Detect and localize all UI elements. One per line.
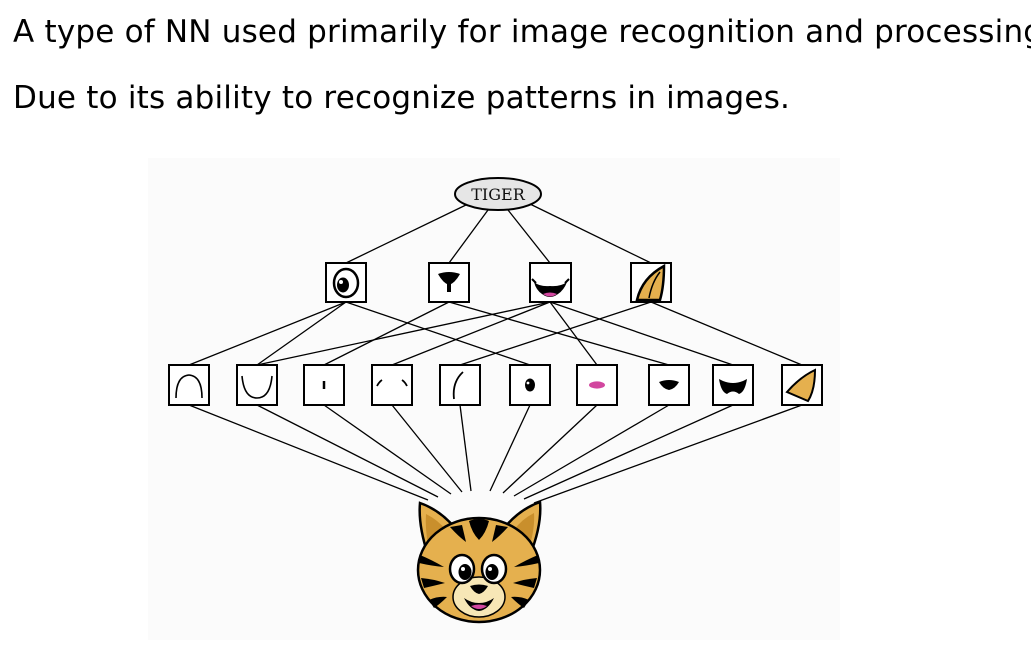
arch-curve-icon — [175, 374, 203, 399]
brow-ticks-icon — [376, 379, 408, 387]
tongue-icon — [589, 381, 605, 389]
mid-feature-mouth — [529, 262, 572, 303]
low-feature-2 — [236, 364, 278, 406]
tiger-face-illustration — [416, 500, 542, 624]
edges-mid-to-low — [188, 301, 803, 366]
ear-piece-icon — [785, 368, 817, 403]
nose-icon — [438, 272, 460, 292]
mid-feature-nose — [428, 262, 470, 303]
low-feature-10 — [781, 364, 823, 406]
mid-feature-ear — [630, 262, 672, 303]
left-arc-icon — [452, 371, 464, 400]
low-feature-8 — [648, 364, 690, 406]
edges-top-to-mid — [345, 203, 652, 264]
pupil-dot-icon — [525, 378, 535, 392]
eye-icon — [332, 267, 360, 299]
low-feature-3 — [303, 364, 345, 406]
bullet-line-1: A type of NN used primarily for image re… — [13, 14, 1031, 50]
low-feature-9 — [712, 364, 754, 406]
mouth-shape-icon — [719, 379, 747, 394]
low-feature-1 — [168, 364, 210, 406]
bullet-line-2: Due to its ability to recognize patterns… — [13, 80, 791, 116]
tiger-label: TIGER — [471, 185, 525, 204]
mid-feature-eye — [325, 262, 367, 303]
low-feature-4 — [371, 364, 413, 406]
mouth-icon — [531, 278, 570, 297]
u-curve-icon — [241, 375, 273, 399]
edges-low-to-face — [188, 404, 803, 504]
tiger-label-node: TIGER — [454, 177, 542, 211]
ear-icon — [635, 263, 666, 302]
low-feature-6 — [509, 364, 551, 406]
low-feature-7 — [576, 364, 618, 406]
nose-tip-icon — [659, 380, 679, 390]
low-feature-5 — [439, 364, 481, 406]
